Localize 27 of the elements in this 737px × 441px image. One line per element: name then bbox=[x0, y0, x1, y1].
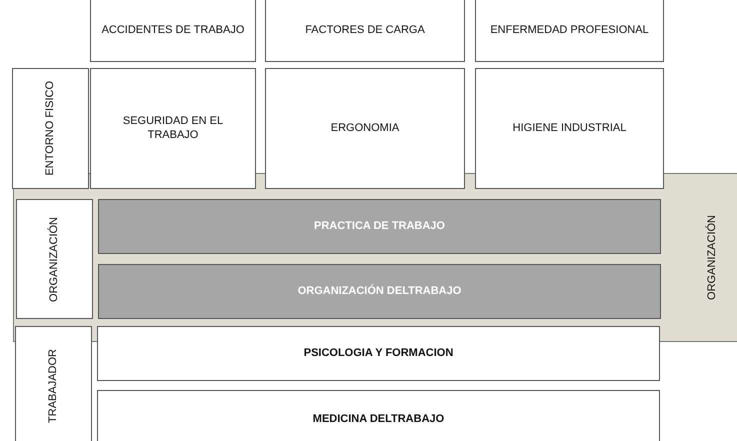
topic-box bbox=[265, 0, 465, 62]
box-label: FACTORES DE CARGA bbox=[305, 24, 425, 38]
practice-bar bbox=[98, 264, 661, 319]
discipline-box bbox=[97, 390, 660, 441]
category-box bbox=[15, 326, 92, 441]
discipline-box bbox=[97, 326, 660, 381]
box-label: HIGIENE INDUSTRIAL bbox=[512, 122, 626, 136]
category-label: ORGANIZACIÓN bbox=[706, 215, 720, 300]
category-label: ORGANIZACIÓN bbox=[48, 216, 61, 302]
box-label: ERGONOMIA bbox=[330, 122, 400, 136]
discipline-box bbox=[90, 68, 256, 189]
topic-box bbox=[90, 0, 256, 62]
practice-bar bbox=[98, 199, 661, 254]
box-label: ENFERMEDAD PROFESIONAL bbox=[490, 24, 649, 38]
box-label: PSICOLOGIA Y FORMACION bbox=[304, 346, 454, 360]
topic-box bbox=[475, 0, 664, 62]
box-label: PRACTICA DE TRABAJO bbox=[314, 220, 445, 234]
box-label: ORGANIZACIÓN DELTRABAJO bbox=[298, 284, 462, 298]
category-box bbox=[16, 199, 93, 319]
box-label: ACCIDENTES DE TRABAJO bbox=[102, 24, 244, 38]
box-label: MEDICINA DELTRABAJO bbox=[312, 413, 444, 427]
discipline-box bbox=[265, 68, 465, 189]
category-box bbox=[12, 68, 89, 189]
discipline-box bbox=[475, 68, 664, 189]
box-label: SEGURIDAD EN EL TRABAJO bbox=[122, 114, 224, 142]
category-label: ENTORNO FISICO bbox=[44, 81, 57, 176]
category-label: TRABAJADOR bbox=[46, 349, 60, 423]
